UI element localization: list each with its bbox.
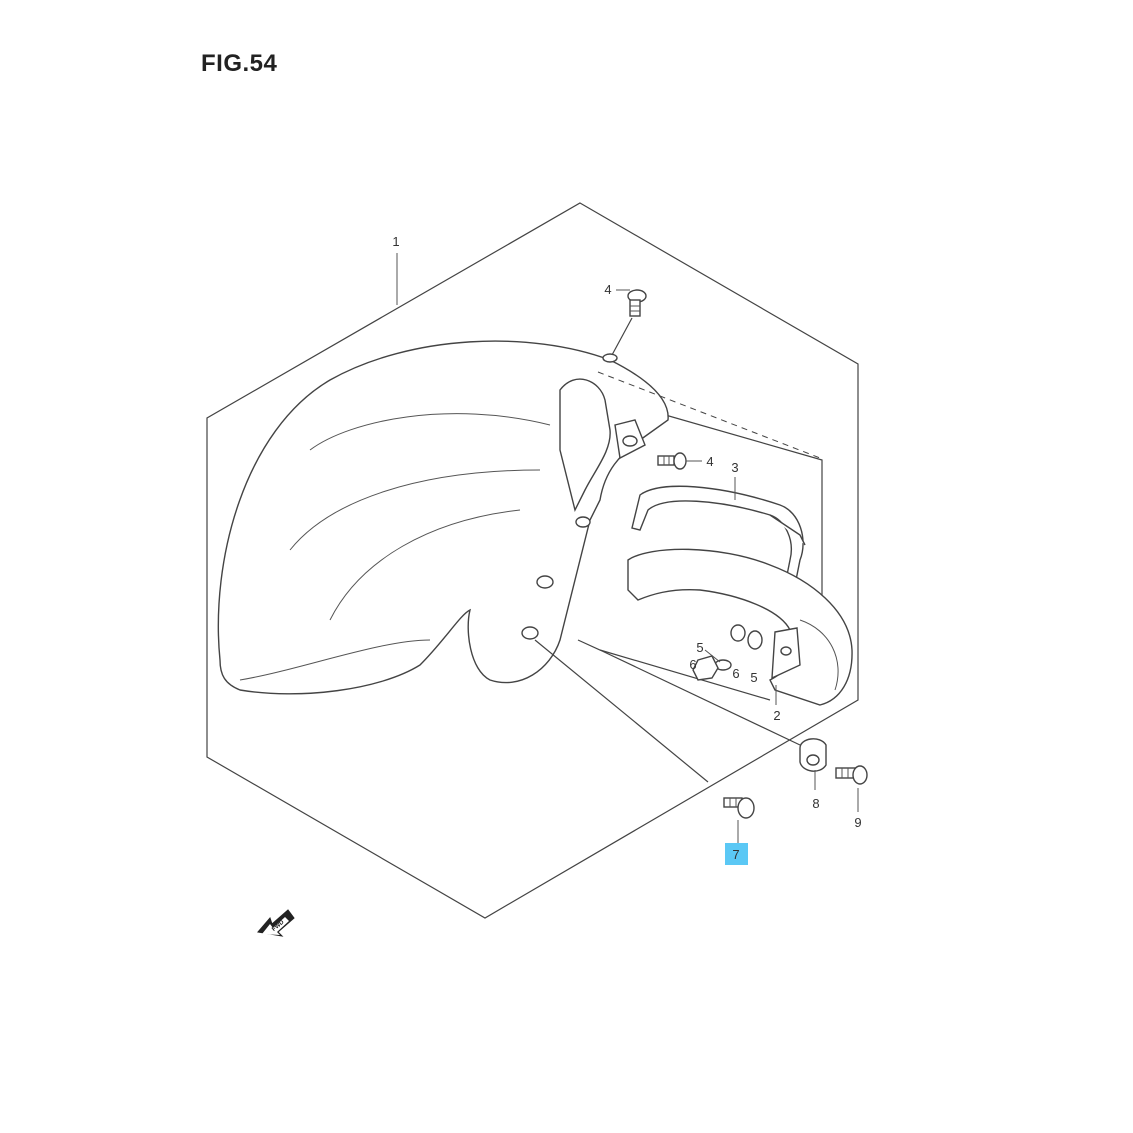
callout-4-side[interactable]: 4 [706,454,713,469]
figure-title: FIG.54 [201,50,278,77]
washer-part-5-right[interactable] [747,630,763,650]
callout-5-right[interactable]: 5 [750,670,757,685]
highlight-box-part-7 [725,843,748,865]
guide-line-4b [611,317,633,356]
callout-5-left[interactable]: 5 [696,640,703,655]
callout-4-top[interactable]: 4 [604,282,611,297]
callout-1[interactable]: 1 [392,234,399,249]
fwd-direction-badge: FWD [257,909,295,937]
inner-fender-part-2[interactable] [627,548,853,706]
bolt-part-9[interactable] [835,765,868,785]
grommet-part-8[interactable] [799,738,827,772]
callout-2[interactable]: 2 [773,708,780,723]
guide-line-7 [534,639,709,783]
bolt-part-4-side[interactable] [657,452,687,470]
guide-line-4a [597,371,821,459]
nut-part-6-left[interactable] [692,655,719,681]
callout-9[interactable]: 9 [854,815,861,830]
nut-part-6-right[interactable] [730,624,746,642]
bolt-part-7[interactable] [723,797,755,819]
callout-3[interactable]: 3 [731,460,738,475]
front-fender[interactable] [217,340,669,695]
assembly-outline-1 [206,202,859,919]
leader-5a [704,649,721,663]
callout-6-right[interactable]: 6 [732,666,739,681]
bolt-part-4-top[interactable] [627,289,647,317]
callout-7[interactable]: 7 [732,847,739,862]
guide-line-8 [599,649,801,746]
callout-8[interactable]: 8 [812,796,819,811]
callout-6-left[interactable]: 6 [689,657,696,672]
assembly-outline-2b [577,639,771,701]
